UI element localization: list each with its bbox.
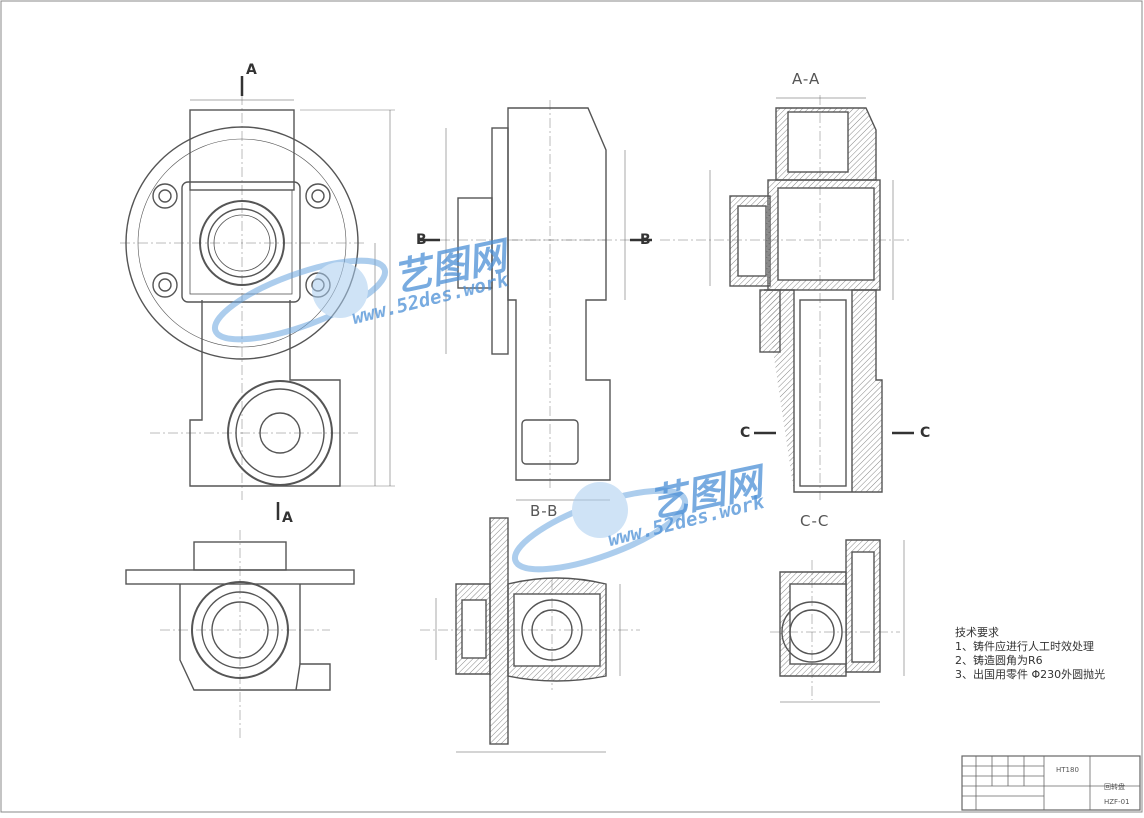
- tech-requirement-1: 1、铸件应进行人工时效处理: [955, 640, 1094, 653]
- section-bb-view: [420, 517, 640, 753]
- title-block: [961, 755, 1141, 811]
- section-label-aa: A-A: [792, 70, 821, 88]
- bottom-view: [125, 530, 355, 740]
- side-view: [440, 100, 640, 501]
- tech-requirement-2: 2、铸造圆角为R6: [955, 654, 1043, 667]
- cut-marker-a-top: A: [246, 62, 257, 78]
- cut-marker-c-right: C: [920, 425, 931, 441]
- title-block-part-name: 回转盘: [1104, 783, 1125, 791]
- cut-marker-a-bottom: A: [282, 510, 293, 526]
- cut-marker-c-left: C: [740, 425, 751, 441]
- title-block-drawing-number: HZF-01: [1104, 798, 1130, 806]
- cut-indicators: [240, 76, 914, 520]
- watermark-logo-2: [511, 482, 689, 573]
- tech-requirement-3: 3、出国用零件 Φ230外圆抛光: [955, 668, 1106, 681]
- section-label-bb: B-B: [530, 502, 559, 520]
- section-cc-view: [770, 539, 905, 703]
- section-aa-view: [660, 95, 910, 500]
- cut-marker-b-right: B: [640, 232, 651, 248]
- tech-requirements: 技术要求 1、铸件应进行人工时效处理 2、铸造圆角为R6 3、出国用零件 Φ23…: [955, 626, 1105, 682]
- watermark-logo-1: [211, 257, 389, 343]
- tech-requirements-title: 技术要求: [955, 626, 999, 639]
- title-block-material: HT180: [1056, 766, 1079, 774]
- section-label-cc: C-C: [800, 512, 830, 530]
- cut-marker-b-left: B: [416, 232, 427, 248]
